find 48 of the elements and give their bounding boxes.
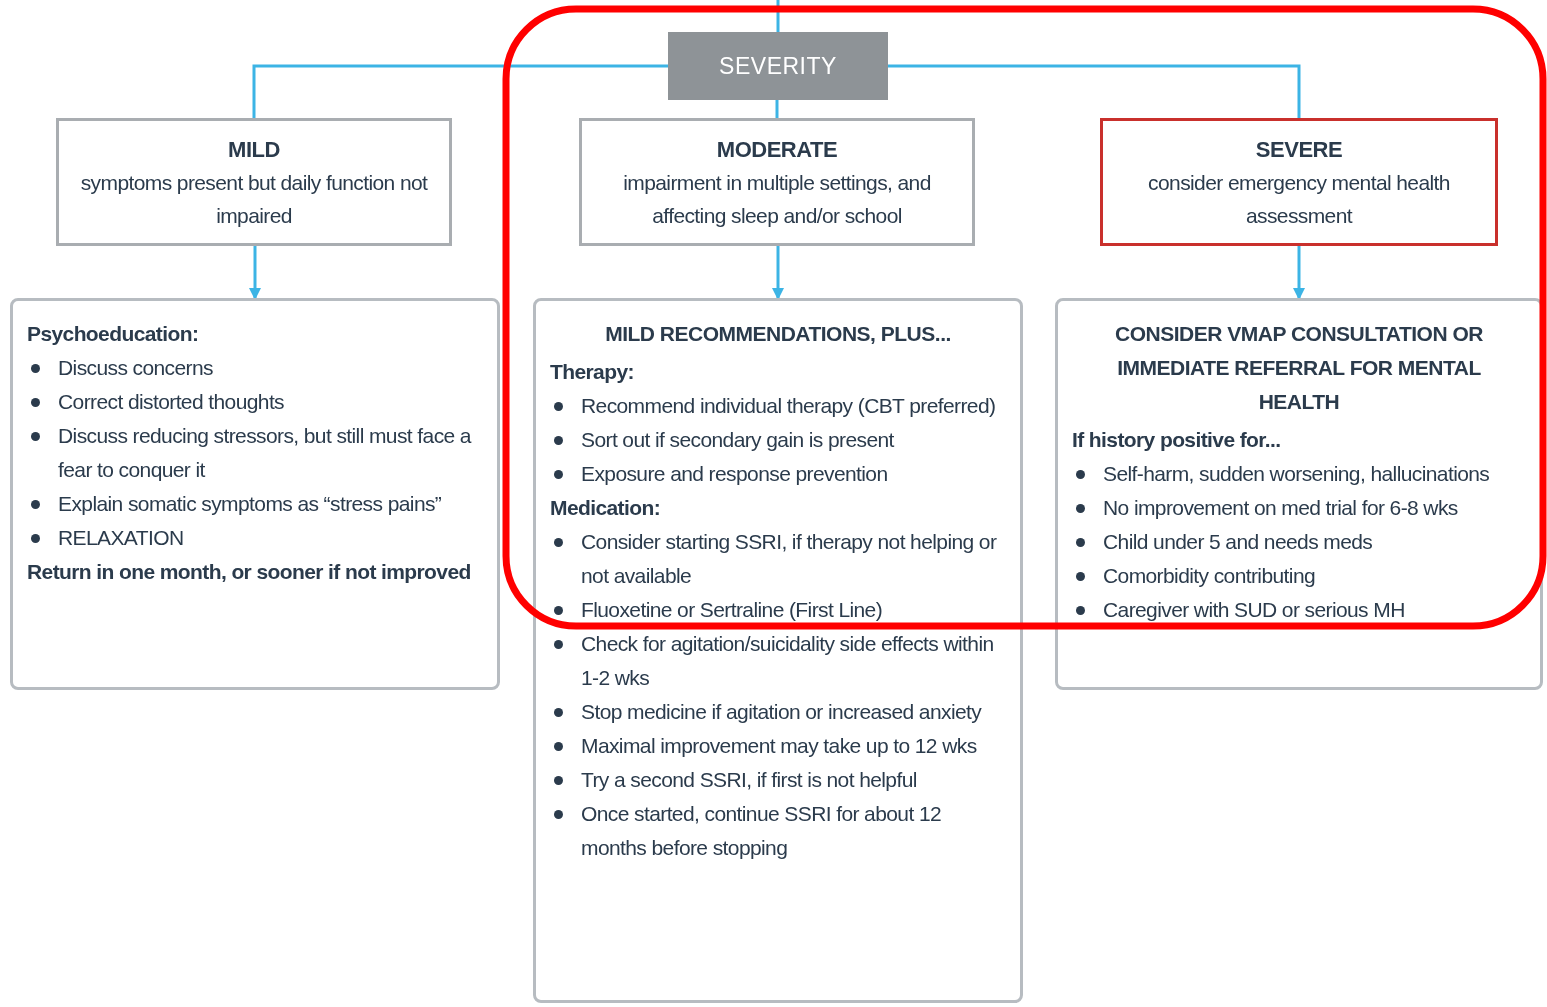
list-item: Try a second SSRI, if first is not helpful xyxy=(581,767,917,793)
section-heading: Therapy: xyxy=(550,359,635,385)
recommendation-card xyxy=(1055,298,1543,690)
list-item: Discuss reducing stressors, but still must face a fear to conquer it xyxy=(58,423,473,483)
connector-line xyxy=(252,64,668,118)
list-item: Maximal improvement may take up to 12 wks xyxy=(581,733,977,759)
list-item: Exposure and response prevention xyxy=(581,461,888,487)
follow-up-note: Return in one month, or sooner if not improved xyxy=(27,559,472,585)
list-item: Child under 5 and needs meds xyxy=(1103,529,1373,555)
recommendation-card xyxy=(533,298,1023,1003)
list-item: Correct distorted thoughts xyxy=(58,389,285,415)
connector-line xyxy=(775,100,779,118)
list-item: Once started, continue SSRI for about 12 months before stopping xyxy=(581,801,943,861)
level-heading: MILD xyxy=(228,135,280,164)
list-item: RELAXATION xyxy=(58,525,184,551)
list-item: Consider starting SSRI, if therapy not helping or not available xyxy=(581,529,998,589)
section-heading: If history positive for... xyxy=(1072,427,1282,453)
list-item: Self-harm, sudden worsening, hallucinations xyxy=(1103,461,1490,487)
level-description: impairment in multiple settings, and affecting sleep and/or school xyxy=(622,169,932,229)
banner-title: SEVERITY xyxy=(719,51,837,81)
list-item: Check for agitation/suicidality side effects within 1-2 wks xyxy=(581,631,995,691)
card-heading: CONSIDER VMAP CONSULTATION OR IMMEDIATE REFERRAL FOR MENTAL HEALTH xyxy=(1114,321,1484,415)
arrow xyxy=(249,246,261,300)
list-item: Sort out if secondary gain is present xyxy=(581,427,894,453)
level-description: symptoms present but daily function not impaired xyxy=(79,169,429,229)
severity-level-box xyxy=(56,118,452,246)
section-heading: Psychoeducation: xyxy=(27,321,200,347)
level-heading: SEVERE xyxy=(1255,135,1343,164)
severity-banner xyxy=(668,32,888,100)
arrow xyxy=(1293,246,1305,300)
level-description: consider emergency mental health assessment xyxy=(1147,169,1451,229)
level-heading: MODERATE xyxy=(716,135,838,164)
list-item: Fluoxetine or Sertraline (First Line) xyxy=(581,597,883,623)
connector-line xyxy=(776,0,780,32)
list-item: No improvement on med trial for 6-8 wks xyxy=(1103,495,1458,521)
severity-level-box xyxy=(1100,118,1498,246)
connector-line xyxy=(888,64,1301,118)
list-item: Recommend individual therapy (CBT preferred) xyxy=(581,393,996,419)
list-item: Discuss concerns xyxy=(58,355,213,381)
list-item: Stop medicine if agitation or increased anxiety xyxy=(581,699,982,725)
severity-level-box xyxy=(579,118,975,246)
list-item: Comorbidity contributing xyxy=(1103,563,1316,589)
card-heading: MILD RECOMMENDATIONS, PLUS... xyxy=(604,321,952,347)
section-heading: Medication: xyxy=(550,495,662,521)
list-item: Explain somatic symptoms as “stress pains” xyxy=(58,491,442,517)
list-item: Caregiver with SUD or serious MH xyxy=(1103,597,1405,623)
recommendation-card xyxy=(10,298,500,690)
arrow xyxy=(772,246,784,300)
